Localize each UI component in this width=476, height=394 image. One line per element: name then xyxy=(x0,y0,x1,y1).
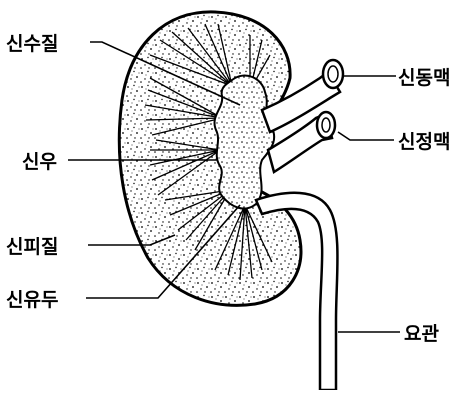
label-medulla: 신수질 xyxy=(6,33,58,55)
label-ureter: 요관 xyxy=(404,323,439,345)
label-papilla: 신유두 xyxy=(6,289,58,311)
label-vein: 신정맥 xyxy=(398,131,450,153)
label-artery: 신동맥 xyxy=(398,67,450,89)
leader-vein xyxy=(338,132,394,140)
renal-pelvis xyxy=(214,76,274,209)
label-cortex: 신피질 xyxy=(6,236,58,258)
label-pelvis: 신우 xyxy=(22,151,57,173)
